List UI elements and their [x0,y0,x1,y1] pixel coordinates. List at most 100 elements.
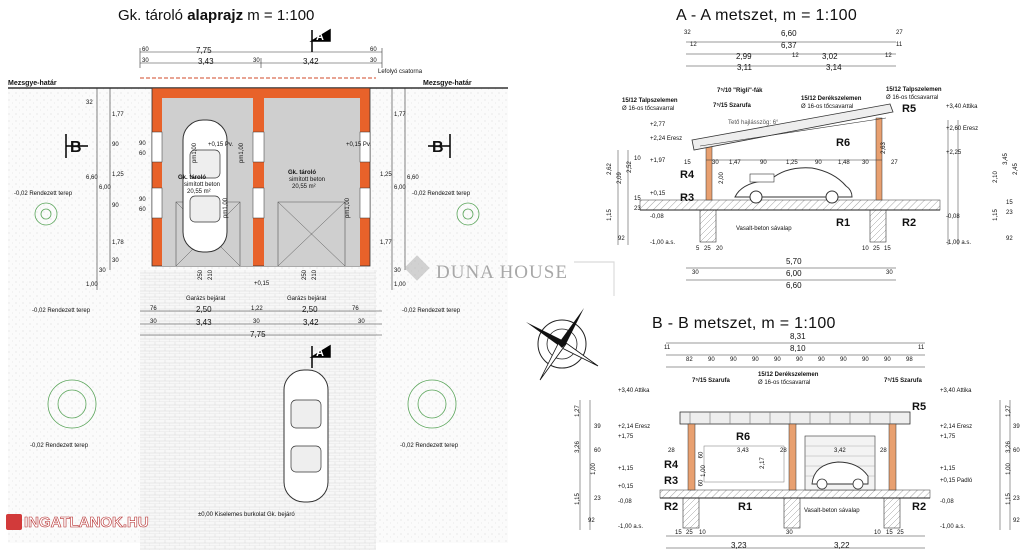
aa-level: +2,24 Eresz [650,136,683,142]
plan-dim-right: 1,77 [380,240,392,246]
plan-dim-left: 30 [99,268,106,274]
bb-dim-inner: 28 [780,448,787,454]
plan-dim-right: 30 [394,268,401,274]
pillar-label: pm1,00 [345,197,352,219]
bb-tag: R6 [736,431,751,443]
aa-dim-inner: 15 [684,160,691,166]
bb-level: +1,75 [618,434,634,440]
entrance-level: +0,15 [254,281,270,287]
bb-tag: R3 [664,475,679,487]
bb-tag: R4 [664,459,679,471]
section-bb-drawing [579,342,1011,549]
aa-dim-top: 12 [792,53,799,59]
bb-dim-top: 90 [796,357,803,363]
boundary-label-left: Mezsgye-határ [8,80,57,87]
bb-dim-bottom: 3,23 [731,541,747,550]
plan-dim-top: 3,43 [198,57,214,66]
aa-member-label: 15/12 Talpszelemen [622,98,678,104]
aa-member-label: 15/12 Derékszelemen [801,96,862,102]
plan-dim-left: 30 [112,258,119,264]
bb-dim-inner: 60 [698,479,705,487]
room-name-left: Gk. tároló [178,175,207,181]
bb-tag: R2 [664,501,679,513]
bb-member-label: Ø 16-os tőcsavarral [758,380,811,386]
aa-dim-bottom: 5,70 [786,257,802,266]
aa-tag: R1 [836,217,851,229]
watermark-text: DUNA HOUSE [436,262,568,283]
aa-dim-top: 12 [690,42,697,48]
aa-dim-inner: 1,25 [786,160,798,166]
aa-dim-bottom: 15 [884,246,891,252]
aa-dim-top: 6,37 [781,41,797,50]
section-marker-a-top: A [316,31,324,43]
plan-dim-left: 6,00 [99,185,111,191]
floor-level-left: +0,15 Pv. [208,142,234,148]
bb-dim-right: 92 [1013,518,1020,524]
room-floor-left: simított beton [184,182,221,188]
aa-dim-inner: 1,47 [729,160,741,166]
aa-dim-bottom: 30 [886,270,893,276]
aa-member-label: 7⁵/15 Szarufa [713,103,751,109]
plan-dim-left: 90 [112,203,119,209]
bb-level: +2,14 Eresz [940,424,973,430]
terrain-label: -0,02 Rendezett terep [32,308,91,314]
room-name-right: Gk. tároló [288,170,317,176]
plan-dim-bottom-total: 7,75 [250,330,266,339]
tree-symbols [34,202,480,429]
bb-dim-left: 3,26 [574,441,581,453]
bb-dim-right: 1,27 [1005,405,1012,417]
plan-dim-top: 3,42 [303,57,319,66]
bb-dim-top: 11 [918,345,925,351]
bb-tag: R2 [912,501,927,513]
aa-level: +0,15 [650,191,666,197]
plan-dim-left: 90 [112,142,119,148]
bb-dim-top: 90 [840,357,847,363]
bb-dim-inner: 28 [880,448,887,454]
bb-foundation-label: Vasalt-beton sávalap [804,508,860,514]
plan-dim-inner: 90 [139,197,146,203]
bb-dim-top: 90 [862,357,869,363]
section-bb-title: B - B metszet, m = 1:100 [652,315,836,332]
plan-dim-right: 6,60 [407,175,419,181]
bb-dim-right: 3,26 [1005,441,1012,453]
room-area-left: 20,55 m² [187,189,211,195]
bb-dim-bottom: 10 [699,530,706,536]
aa-dim-bottom: 6,00 [786,269,802,278]
plan-dim-inner: 210 [312,269,319,281]
plan-dim-right: 1,00 [394,282,406,288]
plan-title: Gk. tároló alaprajz m = 1:100 [118,8,314,23]
plan-dim-inner: 90 [139,141,146,147]
bay-right-floor [264,98,360,266]
bb-dim-right: 23 [1013,496,1020,502]
plan-dim-bottom: 1,22 [251,306,263,312]
bb-dim-top: 90 [730,357,737,363]
plan-dim-inner: 250 [302,269,309,281]
bb-dim-bottom: 25 [897,530,904,536]
plan-dim-bottom: 3,43 [196,318,212,327]
bb-level: -0,08 [618,499,632,505]
bb-dim-inner: 28 [668,448,675,454]
terrain-label: -0,02 Rendezett terep [400,443,459,449]
aa-dim-inner: 1,48 [838,160,850,166]
plan-paving [140,270,376,550]
bb-level: +1,15 [618,466,634,472]
watermark-logo-mark [404,255,615,296]
car-top-view-2 [283,369,329,503]
bb-dim-top: 90 [818,357,825,363]
aa-dim-left: 23 [634,206,641,212]
bb-dim-inner: 3,43 [737,448,749,454]
bb-dim-left: 1,00 [590,463,597,475]
aa-dim-left: 10 [634,156,641,162]
entrance-label-right: Garázs bejárat [287,296,327,302]
plan-dim-right: 6,00 [394,185,406,191]
section-marker-a-bottom: A [316,347,324,359]
aa-level: -0,08 [946,214,960,220]
aa-tag: R5 [902,103,917,115]
aa-roof-note: Tető hajlásszög: 6° [728,120,779,126]
aa-dim-inner: 2,63 [880,142,887,154]
bb-dim-left: 92 [588,518,595,524]
bb-level: +1,15 [940,466,956,472]
aa-dim-top: 11 [896,42,903,48]
terrain-label: -0,02 Rendezett terep [402,308,461,314]
plan-dim-left: 1,78 [112,240,124,246]
